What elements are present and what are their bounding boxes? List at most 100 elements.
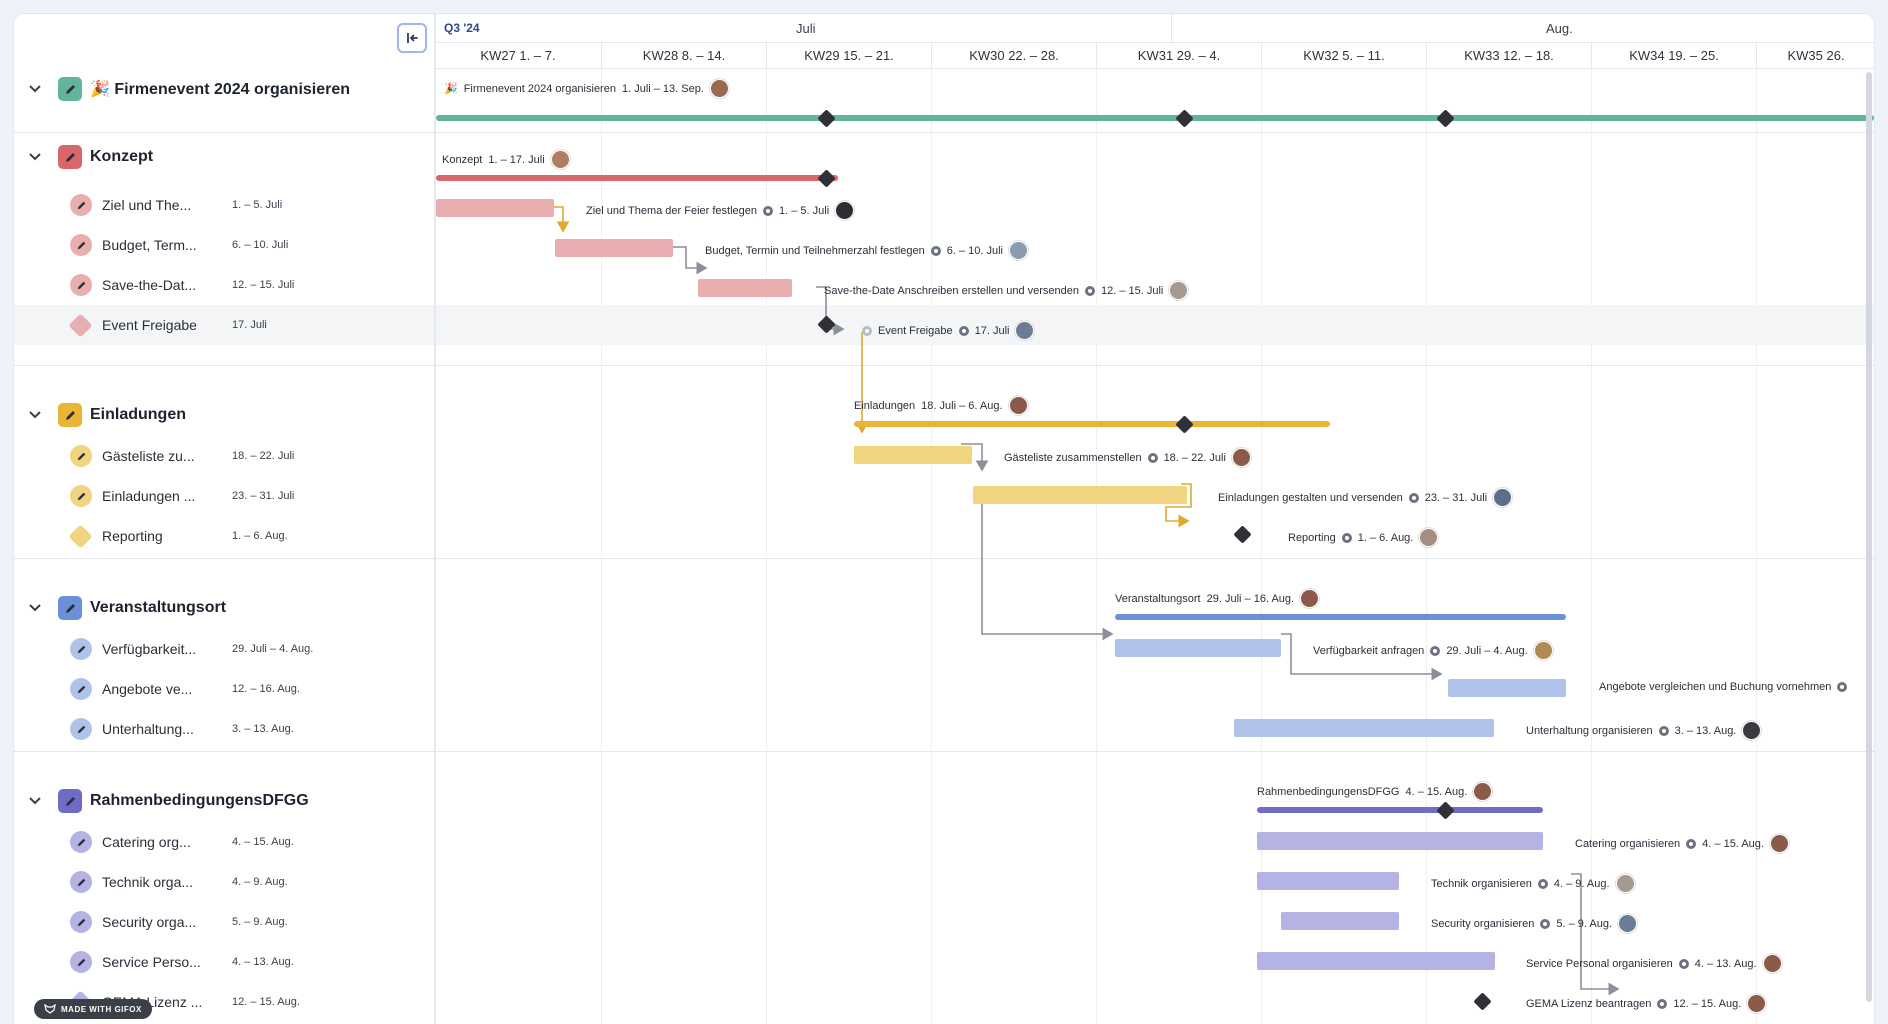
pencil-icon[interactable]	[58, 596, 82, 620]
status-icon[interactable]	[1540, 918, 1551, 929]
task-row-milestone[interactable]: Reporting 1. – 6. Aug.	[14, 516, 434, 556]
group-row-einladungen[interactable]: Einladungen	[14, 388, 434, 442]
task-bar[interactable]	[973, 486, 1187, 504]
avatar[interactable]	[709, 79, 729, 98]
status-icon[interactable]	[1408, 492, 1419, 503]
task-row[interactable]: Verfügbarkeit... 29. Juli – 4. Aug.	[14, 629, 434, 669]
pencil-icon[interactable]	[70, 831, 92, 853]
pencil-icon[interactable]	[58, 403, 82, 427]
task-bar[interactable]	[1234, 719, 1494, 737]
pencil-icon[interactable]	[70, 951, 92, 973]
task-row[interactable]: Gästeliste zu... 18. – 22. Juli	[14, 436, 434, 476]
collapse-panel-button[interactable]	[397, 23, 427, 53]
status-icon[interactable]	[958, 325, 969, 336]
pencil-icon[interactable]	[70, 234, 92, 256]
task-bar[interactable]	[854, 446, 972, 464]
avatar[interactable]	[1300, 589, 1320, 608]
avatar[interactable]	[1009, 241, 1028, 260]
avatar[interactable]	[1762, 954, 1782, 973]
pencil-icon[interactable]	[70, 911, 92, 933]
pencil-icon[interactable]	[70, 445, 92, 467]
pencil-icon[interactable]	[70, 871, 92, 893]
avatar[interactable]	[1742, 721, 1762, 740]
avatar[interactable]	[1769, 834, 1789, 853]
avatar[interactable]	[1473, 782, 1493, 801]
milestone-marker[interactable]	[1436, 801, 1455, 820]
task-row[interactable]: Technik orga... 4. – 9. Aug.	[14, 862, 434, 902]
chevron-down-icon[interactable]	[26, 792, 44, 810]
status-icon[interactable]	[763, 205, 773, 216]
milestone-marker[interactable]	[817, 169, 836, 188]
milestone-marker[interactable]	[1175, 415, 1194, 434]
group-row-konzept[interactable]: Konzept	[14, 130, 434, 184]
group-summary-bar[interactable]	[1257, 807, 1543, 813]
project-row[interactable]: 🎉 Firmenevent 2024 organisieren	[14, 62, 434, 116]
pencil-icon[interactable]	[70, 638, 92, 660]
milestone-icon[interactable]	[68, 312, 93, 338]
avatar[interactable]	[1419, 528, 1439, 547]
task-bar[interactable]	[1257, 872, 1399, 890]
avatar[interactable]	[1015, 321, 1035, 340]
task-bar[interactable]	[1448, 679, 1566, 697]
task-row[interactable]: Save-the-Dat... 12. – 15. Juli	[14, 265, 434, 305]
avatar[interactable]	[1615, 874, 1635, 893]
group-row-veranstaltungsort[interactable]: Veranstaltungsort	[14, 581, 434, 635]
task-row[interactable]: Einladungen ... 23. – 31. Juli	[14, 476, 434, 516]
avatar[interactable]	[835, 201, 855, 220]
avatar[interactable]	[1231, 448, 1251, 467]
task-bar[interactable]	[1257, 832, 1543, 850]
status-icon[interactable]	[1686, 838, 1697, 849]
milestone-marker[interactable]	[1473, 992, 1492, 1011]
chevron-down-icon[interactable]	[26, 148, 44, 166]
status-icon[interactable]	[930, 245, 941, 256]
avatar[interactable]	[1493, 488, 1513, 507]
avatar[interactable]	[1169, 281, 1189, 300]
milestone-marker[interactable]	[817, 109, 836, 128]
status-icon[interactable]	[1537, 878, 1548, 889]
status-icon[interactable]	[1147, 452, 1158, 463]
status-icon[interactable]	[862, 325, 872, 336]
pencil-icon[interactable]	[70, 274, 92, 296]
group-summary-bar[interactable]	[854, 421, 1330, 427]
task-row[interactable]: Security orga... 5. – 9. Aug.	[14, 902, 434, 942]
avatar[interactable]	[1618, 914, 1637, 933]
project-summary-bar[interactable]	[436, 115, 1874, 121]
avatar[interactable]	[1533, 641, 1553, 660]
avatar[interactable]	[1008, 396, 1028, 415]
group-summary-bar[interactable]	[436, 175, 838, 181]
milestone-icon[interactable]	[68, 523, 93, 549]
status-icon[interactable]	[1658, 725, 1669, 736]
task-row-milestone[interactable]: Event Freigabe 17. Juli	[14, 305, 434, 345]
pencil-icon[interactable]	[58, 789, 82, 813]
milestone-marker[interactable]	[1436, 109, 1455, 128]
chevron-down-icon[interactable]	[26, 80, 44, 98]
pencil-icon[interactable]	[70, 485, 92, 507]
avatar[interactable]	[550, 150, 570, 169]
vertical-scrollbar[interactable]	[1866, 72, 1872, 1002]
task-bar[interactable]	[1257, 952, 1495, 970]
task-row[interactable]: Angebote ve... 12. – 16. Aug.	[14, 669, 434, 709]
status-icon[interactable]	[1678, 958, 1689, 969]
group-row-rahmenbedingungen[interactable]: RahmenbedingungensDFGG	[14, 774, 434, 828]
task-bar[interactable]	[1281, 912, 1399, 930]
milestone-marker[interactable]	[1175, 109, 1194, 128]
pencil-icon[interactable]	[58, 145, 82, 169]
status-icon[interactable]	[1657, 998, 1668, 1009]
pencil-icon[interactable]	[70, 678, 92, 700]
chevron-down-icon[interactable]	[26, 599, 44, 617]
status-icon[interactable]	[1837, 682, 1848, 692]
task-bar[interactable]	[1115, 639, 1281, 657]
task-row[interactable]: Catering org... 4. – 15. Aug.	[14, 822, 434, 862]
task-row[interactable]: Budget, Term... 6. – 10. Juli	[14, 225, 434, 265]
pencil-icon[interactable]	[70, 194, 92, 216]
pencil-icon[interactable]	[58, 77, 82, 101]
task-bar[interactable]	[436, 199, 554, 217]
group-summary-bar[interactable]	[1115, 614, 1566, 620]
avatar[interactable]	[1747, 994, 1767, 1013]
task-row[interactable]: Service Perso... 4. – 13. Aug.	[14, 942, 434, 982]
status-icon[interactable]	[1341, 532, 1352, 543]
task-row[interactable]: Unterhaltung... 3. – 13. Aug.	[14, 709, 434, 749]
task-bar[interactable]	[555, 239, 673, 257]
task-row[interactable]: Ziel und The... 1. – 5. Juli	[14, 185, 434, 225]
status-icon[interactable]	[1430, 645, 1441, 656]
